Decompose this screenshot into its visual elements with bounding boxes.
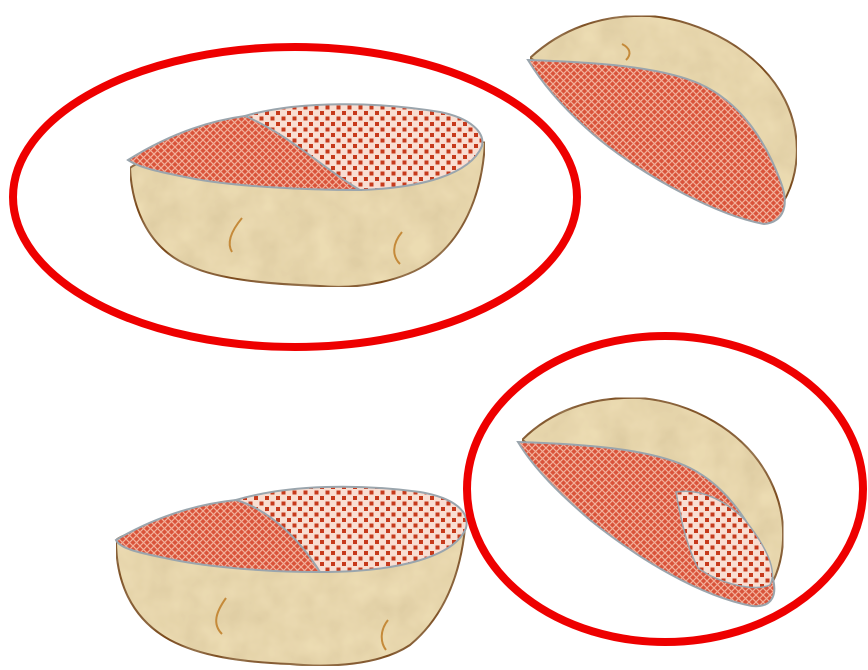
pita-bottom-right bbox=[518, 398, 783, 606]
pita-top-left bbox=[128, 104, 485, 287]
pita-bottom-left bbox=[116, 487, 467, 666]
pita-top-right bbox=[528, 16, 797, 224]
